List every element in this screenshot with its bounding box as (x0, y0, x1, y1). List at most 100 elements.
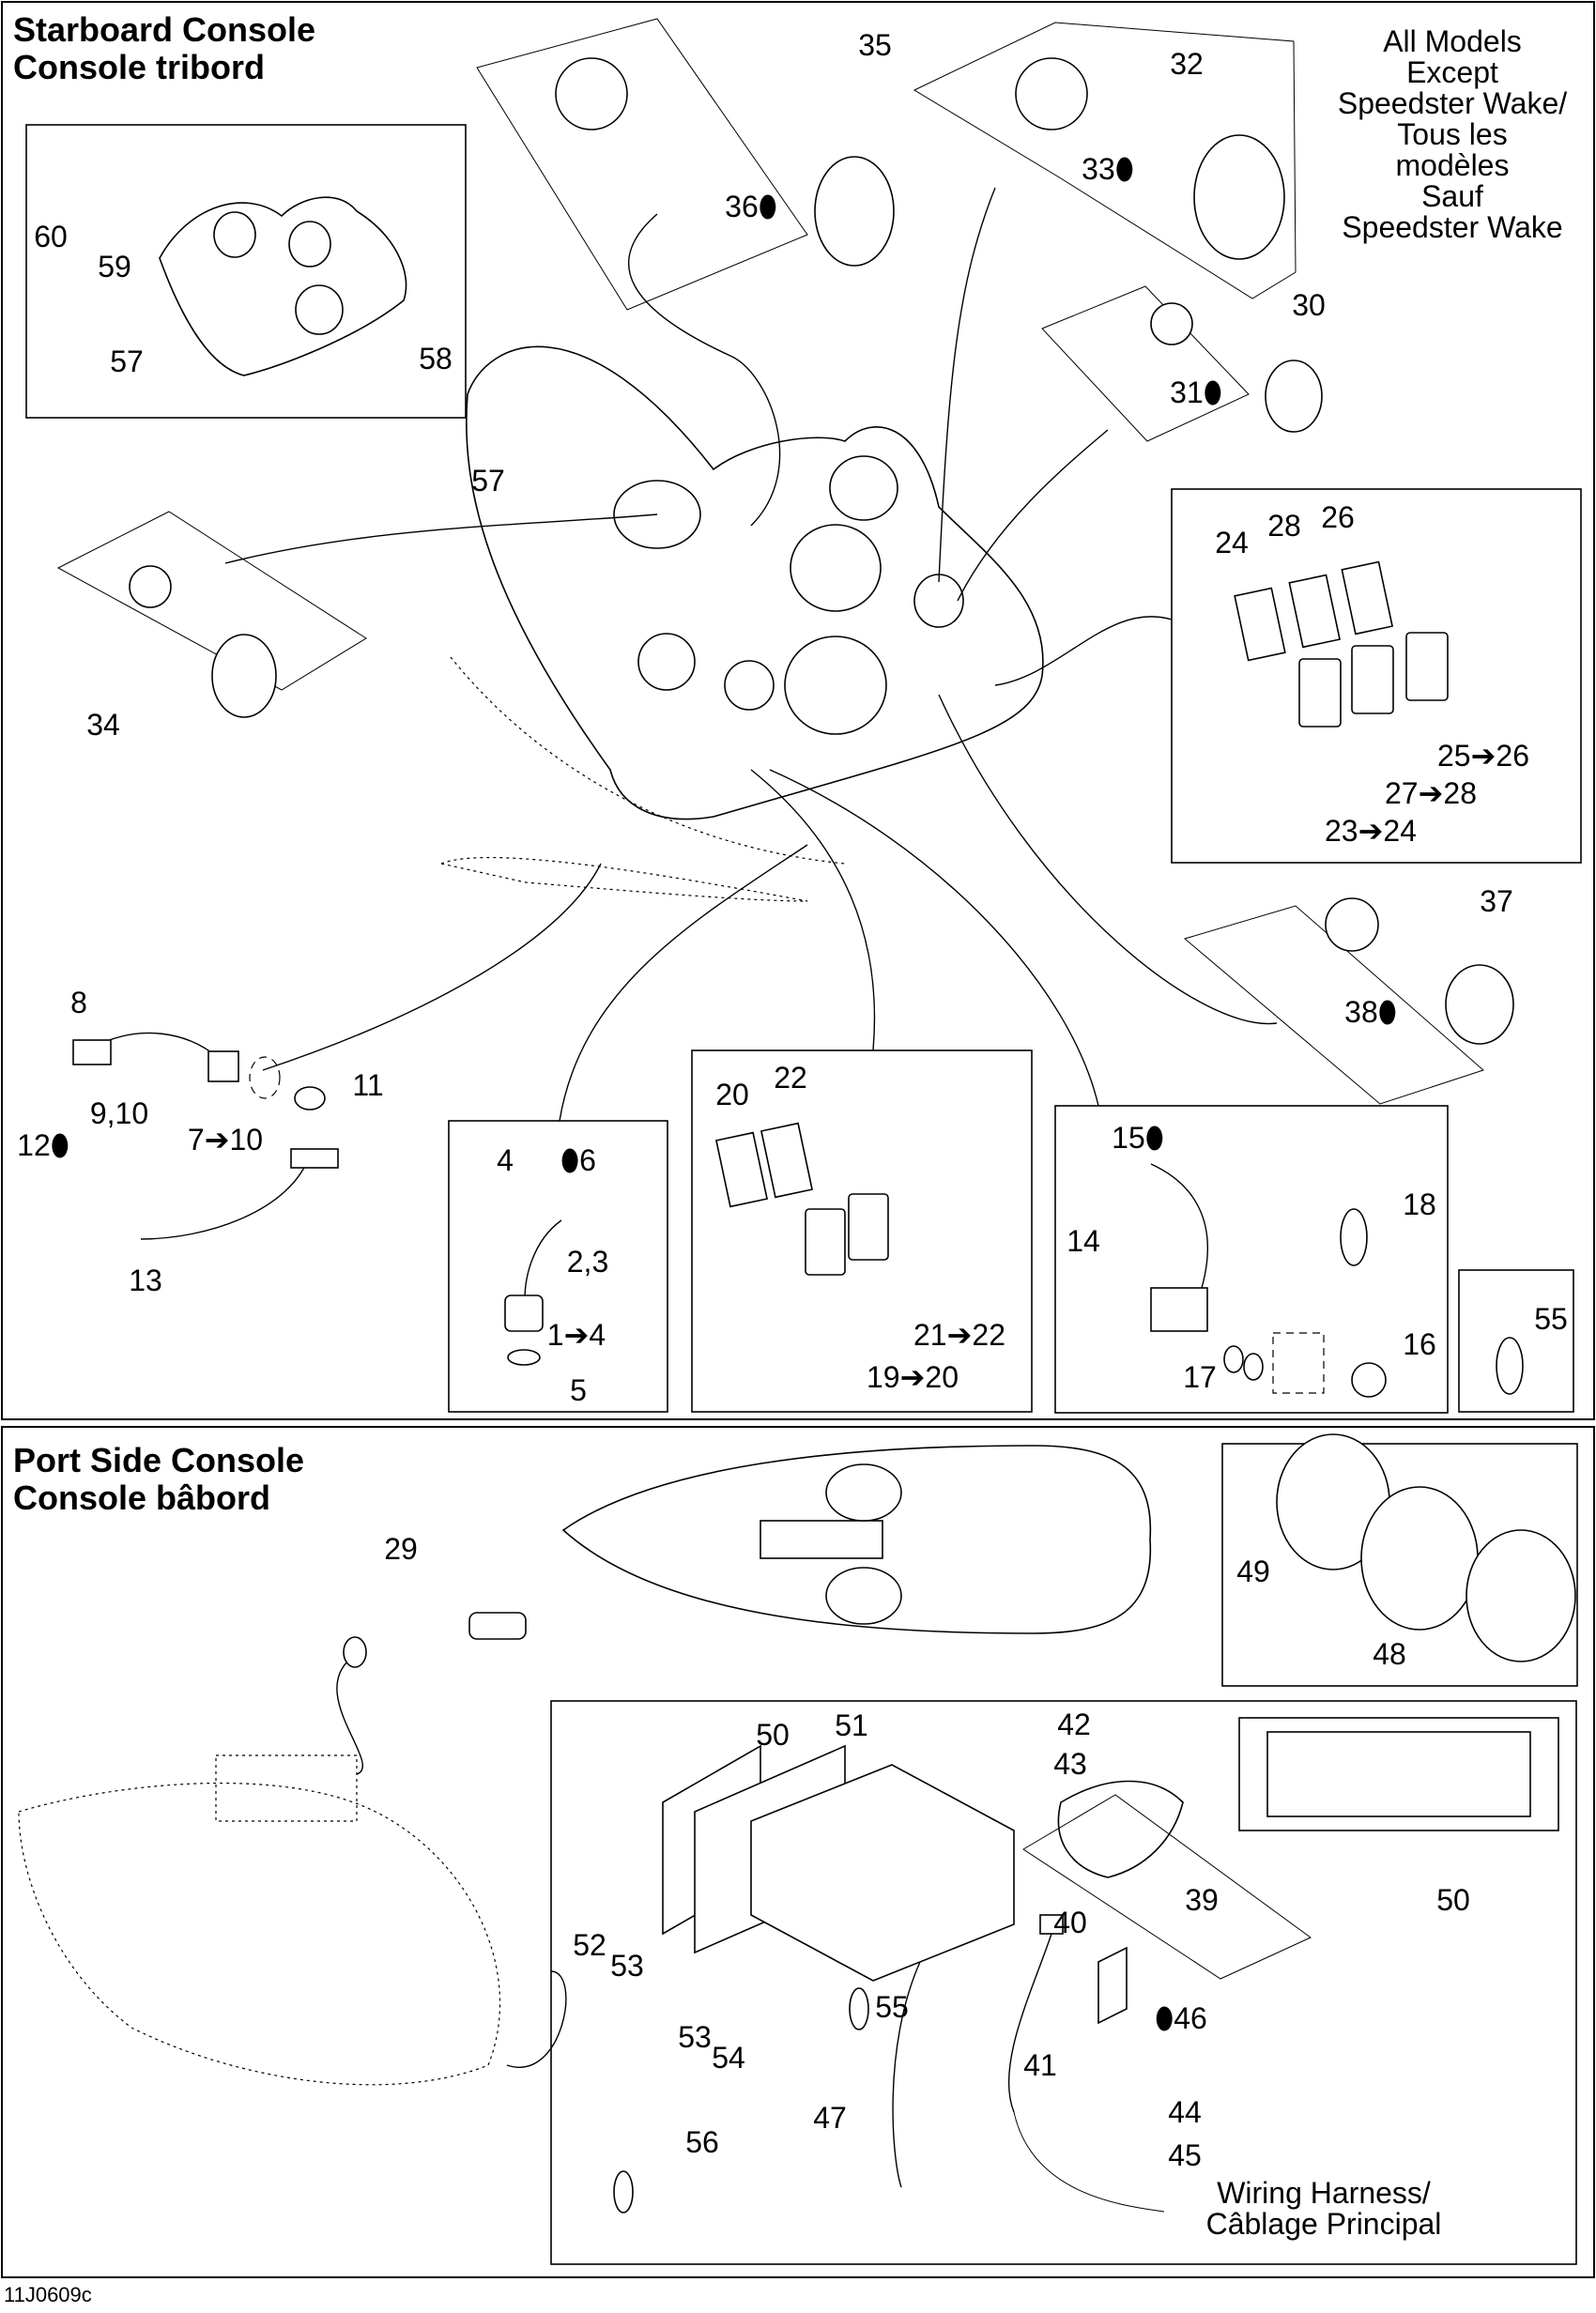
gauge-30-bracket (1150, 302, 1193, 345)
callout-c50a: 50 (756, 1718, 790, 1752)
callout-c45: 45 (1168, 2138, 1202, 2172)
callout-c53b: 53 (678, 2020, 712, 2054)
leader-drain (559, 844, 808, 1122)
outlet-clamp-29 (343, 1636, 367, 1668)
callout-c50b: 50 (1436, 1883, 1470, 1917)
gauge-opening-2 (829, 455, 898, 521)
gauge-37-plane (1183, 905, 1484, 1105)
switch-label-20 (715, 1131, 768, 1208)
leader-gauge-34 (224, 513, 658, 564)
callout-c23_24: 23➔24 (1325, 814, 1417, 848)
switch-panel-inset (1171, 488, 1582, 864)
gauge-34 (211, 634, 277, 718)
starboard-title-fr: Console tribord (13, 48, 265, 86)
callout-c49: 49 (1236, 1555, 1270, 1588)
leader-29 (336, 1653, 363, 1775)
nut-16 (1351, 1362, 1387, 1398)
callout-c51: 51 (835, 1708, 868, 1742)
console-inset-gauge (213, 211, 256, 258)
mounting-plate (1272, 1332, 1325, 1394)
callout-c5: 5 (570, 1373, 587, 1407)
drain-plug-inset (448, 1120, 668, 1413)
gauge-38 (1445, 964, 1514, 1045)
switch-21 (848, 1193, 889, 1261)
callout-c8: 8 (70, 986, 87, 1019)
harness-arrow (1013, 2111, 1165, 2213)
leader-gauge-38 (938, 694, 1278, 1025)
console-assembly-inset (25, 124, 467, 419)
gauge-36 (814, 156, 895, 267)
leader-switch-panel (994, 616, 1173, 686)
cable-tie-18 (1340, 1208, 1368, 1266)
leader-gauge-31 (957, 429, 1109, 602)
speaker-inset (1221, 1443, 1578, 1687)
switch-label-24 (1234, 587, 1286, 662)
callout-c28: 28 (1267, 509, 1301, 543)
speaker-48 (1360, 1486, 1479, 1631)
callout-c11: 11 (352, 1068, 384, 1102)
all-models-note: All Models Except Speedster Wake/ Tous l… (1326, 26, 1579, 243)
leader-gauge-36 (627, 213, 781, 527)
lanyard-cap (290, 1148, 339, 1169)
console-inset-body (159, 196, 407, 376)
callout-c56: 56 (685, 2125, 719, 2159)
cable-tie-56 (613, 2170, 634, 2213)
callout-c39: 39 (1185, 1883, 1219, 1917)
callout-c33: 33⬮ (1082, 152, 1134, 186)
callout-c30: 30 (1292, 288, 1326, 322)
leader-bilge (769, 769, 1099, 1107)
gauge-30-plane (1041, 285, 1250, 442)
callout-c38: 38⬮ (1344, 995, 1397, 1029)
callout-c9_10: 9,10 (89, 1096, 149, 1130)
callout-c36: 36⬮ (725, 190, 777, 223)
leader-gauge-33 (938, 187, 996, 583)
callout-c44: 44 (1168, 2095, 1202, 2129)
antenna-wire-47 (892, 1961, 921, 2188)
starboard-console-body (466, 345, 1044, 820)
bracket-39-plane (1022, 1794, 1312, 1980)
switch-27 (1351, 645, 1394, 714)
gauge-34-plane (56, 511, 367, 691)
callout-c43: 43 (1053, 1747, 1087, 1781)
ring-11 (294, 1086, 326, 1111)
boat-seat (825, 1463, 902, 1522)
note-line: Tous les (1397, 117, 1508, 151)
harness-wire (1007, 1933, 1052, 2113)
port-console-cutout (215, 1754, 358, 1822)
gauge-37-bracket (1325, 897, 1379, 952)
switch-14 (1150, 1287, 1208, 1332)
callout-c12: 12⬮ (17, 1128, 69, 1162)
callout-c47: 47 (813, 2101, 847, 2135)
washer-17 (1243, 1353, 1264, 1381)
switch-25 (1405, 632, 1449, 701)
callout-c53a: 53 (610, 1949, 644, 1983)
callout-c31: 31⬮ (1170, 375, 1222, 409)
starboard-title-en: Starboard Console (13, 10, 316, 49)
callout-c37: 37 (1480, 884, 1513, 918)
drain-plug-1 (504, 1294, 544, 1332)
callout-c32: 32 (1170, 47, 1204, 81)
callout-c57a: 57 (110, 345, 144, 378)
note-line: Sauf (1421, 179, 1483, 213)
gauge-opening-6 (637, 633, 696, 691)
gauge-32-bracket (1015, 57, 1088, 130)
callout-c57b: 57 (471, 464, 505, 498)
starboard-title: Starboard Console Console tribord (13, 11, 315, 86)
gauge-32-plane (913, 22, 1297, 299)
gauge-opening-7 (724, 660, 775, 711)
note-line: Wiring Harness/ (1217, 2176, 1431, 2210)
console-inset-gauge (295, 284, 344, 335)
mounting-surface (1057, 1780, 1184, 1878)
callout-c58: 58 (419, 342, 453, 375)
note-line: Speedster Wake/ (1337, 86, 1568, 120)
callout-c40: 40 (1053, 1906, 1087, 1939)
leader-switch-19 (750, 769, 876, 1051)
note-line: All Models (1383, 24, 1522, 58)
starboard-console-frame (1, 1, 1595, 1420)
callout-c46: ⬮46 (1155, 2001, 1207, 2035)
boat-seat (825, 1567, 902, 1625)
gauge-33 (1193, 134, 1285, 260)
switch-label-22 (760, 1122, 813, 1199)
callout-c41: 41 (1023, 2048, 1057, 2082)
gauge-34-bracket (129, 565, 172, 608)
